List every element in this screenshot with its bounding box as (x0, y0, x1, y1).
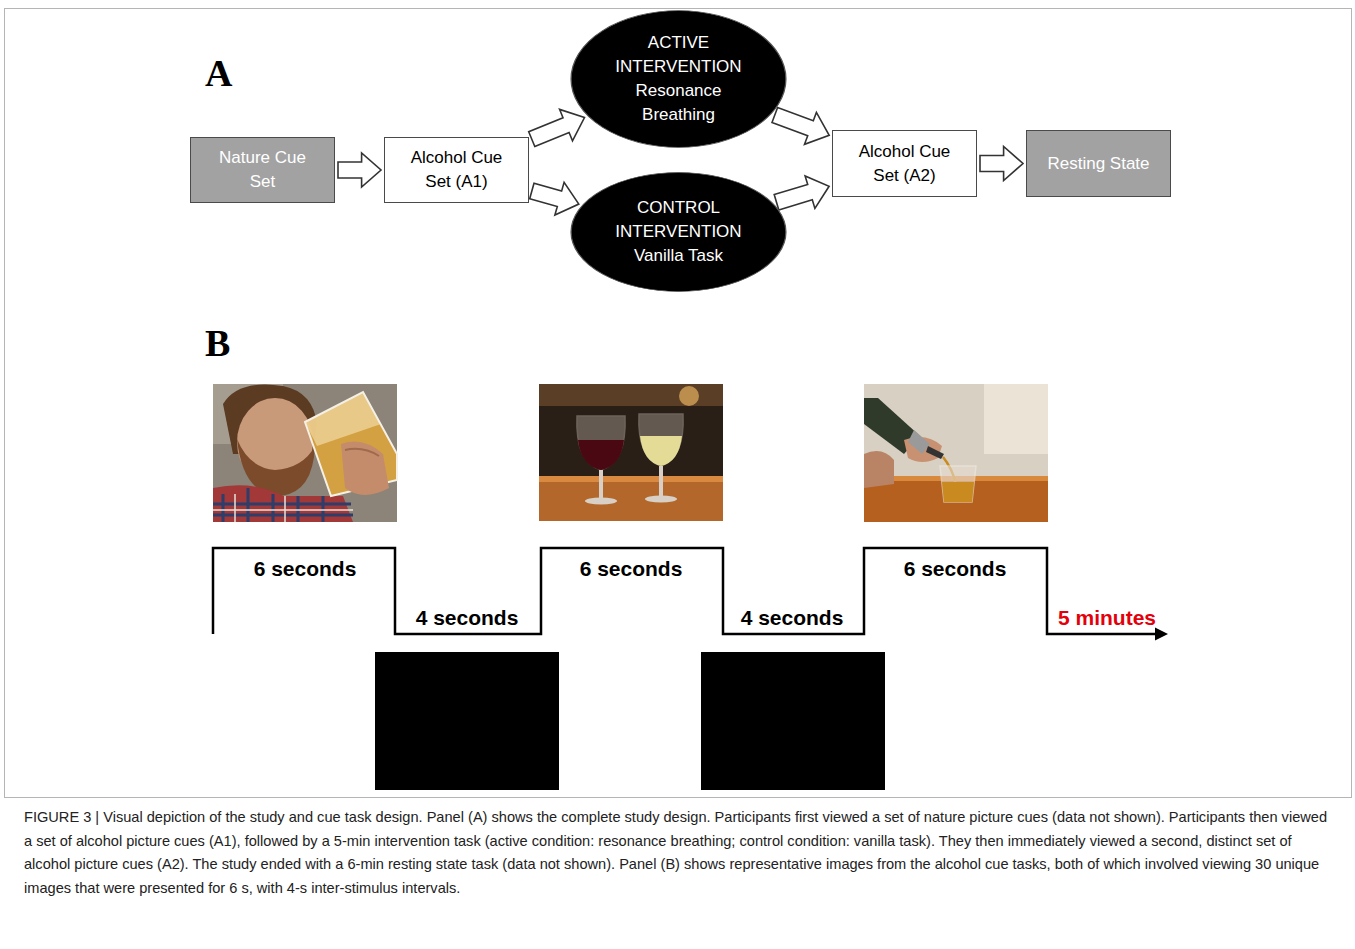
figure-frame (5, 9, 1352, 798)
illustration-part (577, 416, 625, 470)
illustration-part (539, 384, 723, 406)
illustration-part (305, 392, 397, 496)
panel-letter: A (205, 52, 232, 94)
wine-photo (539, 384, 723, 521)
block-arrow (980, 147, 1023, 181)
illustration-part (640, 436, 682, 466)
node-text: Resting State (1047, 152, 1149, 176)
node-text: Alcohol Cue Set (A2) (849, 140, 961, 188)
illustration-part (679, 386, 699, 406)
ellipse-shape (571, 11, 786, 148)
node-text: CONTROL INTERVENTION (609, 196, 749, 244)
illustration-part (305, 392, 381, 446)
grey-task-box: Resting State (1026, 130, 1171, 197)
block-arrow (774, 176, 829, 210)
illustration-part (940, 466, 976, 502)
intervention-ellipse: CONTROL INTERVENTIONVanilla Task (570, 172, 787, 292)
grey-task-box: Nature Cue Set (190, 137, 335, 203)
block-arrow (772, 108, 829, 145)
timeline-step-line (213, 548, 1157, 634)
illustration-part (645, 496, 677, 503)
task-box: Alcohol Cue Set (A2) (832, 130, 977, 197)
node-text: Nature Cue Set (207, 146, 319, 194)
block-arrow (338, 153, 381, 187)
illustration-part (864, 451, 894, 488)
illustration-part (942, 482, 974, 502)
illustration-part (659, 466, 663, 498)
illustration-part (341, 442, 389, 495)
task-box: Alcohol Cue Set (A1) (384, 137, 529, 203)
ellipse-shape (571, 173, 786, 292)
node-text: Vanilla Task (634, 244, 723, 268)
illustration-part (213, 384, 397, 522)
duration-label: 4 seconds (741, 606, 844, 630)
node-text: Resonance Breathing (609, 79, 749, 127)
duration-label: 6 seconds (580, 557, 683, 581)
illustration-part (864, 384, 1048, 522)
node-text: Alcohol Cue Set (A1) (401, 146, 513, 194)
panel-letter: B (205, 322, 230, 364)
illustration-part (539, 476, 723, 482)
duration-label: 6 seconds (904, 557, 1007, 581)
illustration-part (213, 494, 353, 522)
illustration-part (585, 498, 617, 505)
figure-caption: FIGURE 3 | Visual depiction of the study… (24, 806, 1336, 900)
block-arrow (530, 182, 579, 215)
duration-label: 5 minutes (1058, 606, 1156, 630)
illustration-part (639, 414, 683, 466)
timeline-arrowhead (1155, 628, 1168, 641)
illustration-part (984, 384, 1048, 454)
pour-photo (864, 384, 1048, 522)
beer-photo (213, 384, 397, 522)
illustration-part (539, 476, 723, 521)
ellipse-outline (570, 10, 787, 148)
intervention-ellipse: ACTIVE INTERVENTIONResonance Breathing (570, 10, 787, 148)
illustration-part (345, 449, 379, 456)
illustration-part (305, 392, 397, 496)
blank-screen (701, 652, 885, 790)
node-text: ACTIVE INTERVENTION (609, 31, 749, 79)
illustration-part (578, 440, 624, 470)
blank-screen (375, 652, 559, 790)
illustration-part (926, 446, 944, 459)
duration-label: 4 seconds (416, 606, 519, 630)
duration-label: 6 seconds (254, 557, 357, 581)
illustration-part (539, 384, 723, 521)
illustration-part (599, 470, 603, 500)
block-arrow (529, 109, 585, 146)
